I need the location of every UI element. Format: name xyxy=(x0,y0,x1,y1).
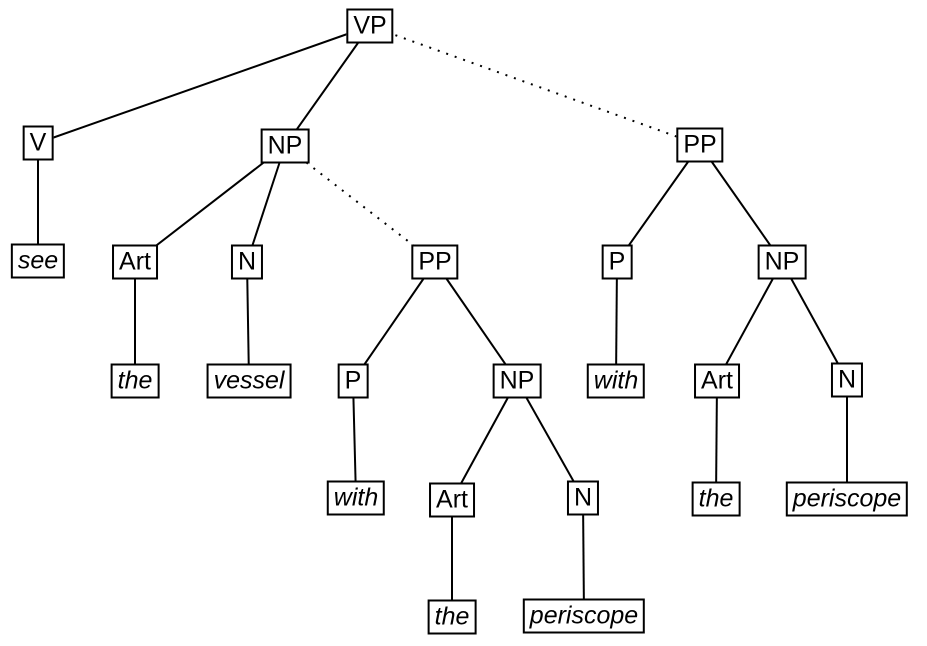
tree-edge-art-vp--the-vp xyxy=(715,380,718,500)
tree-edge-pp-np--p-np xyxy=(352,261,436,382)
tree-edge-np-vp--n-vp xyxy=(781,261,848,381)
tree-node-p-vp: P xyxy=(601,244,633,280)
tree-node-p-np: P xyxy=(337,363,369,399)
tree-edge-p-vp--with-vp xyxy=(615,261,618,382)
tree-node-np-np: NP xyxy=(492,363,542,399)
tree-edge-n-obj--vessel xyxy=(246,261,250,382)
tree-node-art-vp: Art xyxy=(694,363,740,399)
tree-node-the-np: the xyxy=(427,599,477,635)
tree-node-np-vp: NP xyxy=(757,244,807,280)
tree-edge-n-np--periscope-np xyxy=(582,497,585,617)
tree-edge-vp--v xyxy=(37,25,371,144)
tree-edge-pp-vp--p-vp xyxy=(616,144,701,263)
tree-node-art-np: Art xyxy=(429,482,475,518)
tree-node-pp-vp: PP xyxy=(676,127,724,163)
tree-edge-p-np--with-np xyxy=(352,380,357,499)
tree-node-the-obj: the xyxy=(110,363,160,399)
tree-node-with-np: with xyxy=(326,480,386,516)
tree-node-art-obj: Art xyxy=(112,244,158,280)
tree-node-the-vp: the xyxy=(691,481,741,517)
tree-edge-vp--pp-vp-dotted xyxy=(369,25,701,146)
tree-node-vp: VP xyxy=(346,8,394,44)
tree-node-with-vp: with xyxy=(586,363,646,399)
tree-node-periscope-np: periscope xyxy=(522,598,646,634)
tree-node-vessel: vessel xyxy=(206,363,292,399)
tree-edge-pp-vp--np-vp xyxy=(699,144,783,263)
tree-node-see: see xyxy=(10,243,66,279)
tree-node-pp-np: PP xyxy=(411,244,459,280)
tree-node-v: V xyxy=(22,125,54,161)
tree-node-np-obj: NP xyxy=(260,128,310,164)
tree-node-n-vp: N xyxy=(830,362,864,398)
tree-edge-np-vp--art-vp xyxy=(716,261,783,382)
tree-node-periscope-vp: periscope xyxy=(785,481,909,517)
tree-edge-np-obj--n-obj xyxy=(246,145,286,263)
tree-edge-pp-np--np-np xyxy=(434,261,518,382)
tree-edge-np-np--n-np xyxy=(516,380,584,499)
tree-node-n-np: N xyxy=(566,480,600,516)
tree-edge-np-obj--art-obj xyxy=(134,145,286,263)
tree-edge-vp--np-obj xyxy=(284,25,371,147)
tree-node-n-obj: N xyxy=(230,244,264,280)
tree-edge-np-np--art-np xyxy=(451,380,518,501)
